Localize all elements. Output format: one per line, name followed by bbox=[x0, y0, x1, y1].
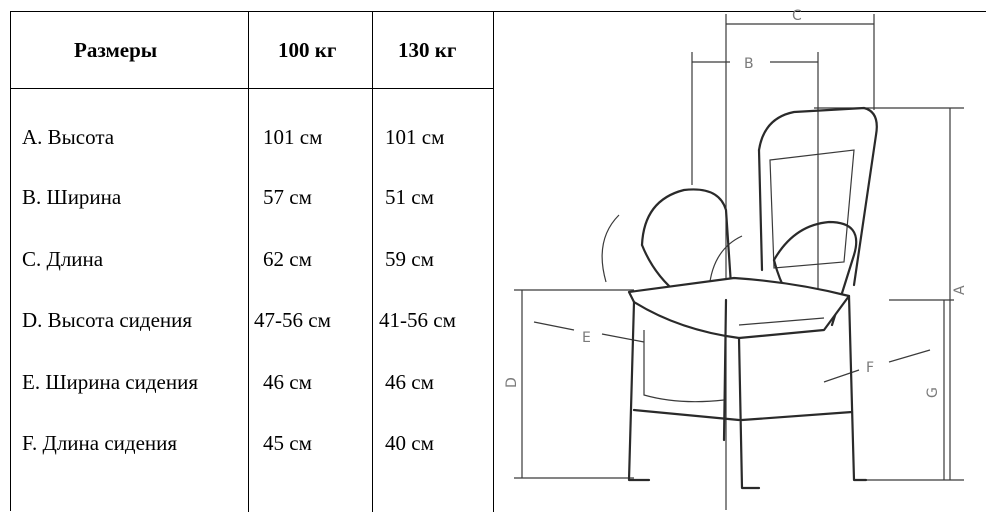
leg-front-right bbox=[737, 336, 761, 490]
header-size: Размеры bbox=[74, 38, 158, 62]
crossbar bbox=[632, 408, 741, 422]
backrest-frame bbox=[757, 148, 764, 272]
seat bbox=[627, 276, 851, 340]
value-130kg: 51 см bbox=[385, 185, 434, 209]
chair-drawing: C B A G D E F bbox=[504, 8, 968, 510]
label-d: D bbox=[504, 377, 520, 388]
label-f: F bbox=[866, 360, 874, 376]
seat-support bbox=[643, 330, 725, 403]
value-100kg: 62 см bbox=[263, 247, 312, 271]
rotation-arrow bbox=[601, 214, 620, 283]
dimension-line-f bbox=[888, 349, 931, 363]
label-a: A bbox=[952, 285, 968, 295]
header-130kg: 130 кг bbox=[398, 38, 457, 62]
leg-back-right bbox=[847, 294, 868, 482]
row-label: D. Высота сидения bbox=[22, 308, 193, 332]
label-c: C bbox=[792, 8, 802, 24]
armrest-right bbox=[772, 220, 858, 327]
row-label: F. Длина сидения bbox=[22, 431, 178, 455]
backrest-frame bbox=[757, 106, 878, 287]
leg-back-left bbox=[722, 298, 728, 442]
value-100kg: 46 см bbox=[263, 370, 312, 394]
column-divider bbox=[493, 11, 494, 512]
value-100kg: 57 см bbox=[263, 185, 312, 209]
header-100kg: 100 кг bbox=[278, 38, 337, 62]
value-100kg: 47-56 см bbox=[254, 308, 331, 332]
column-divider bbox=[372, 11, 373, 512]
row-label: E. Ширина сидения bbox=[22, 370, 198, 394]
header-divider bbox=[10, 88, 493, 89]
dimension-line-e bbox=[533, 321, 575, 331]
value-130kg: 101 см bbox=[385, 125, 445, 149]
label-g: G bbox=[925, 387, 941, 398]
value-130kg: 41-56 см bbox=[379, 308, 456, 332]
crossbar bbox=[740, 410, 854, 422]
value-100kg: 101 см bbox=[263, 125, 323, 149]
value-130kg: 46 см bbox=[385, 370, 434, 394]
row-label: C. Длина bbox=[22, 247, 104, 271]
backrest-panel bbox=[769, 149, 855, 269]
table-frame bbox=[10, 11, 986, 511]
dimension-line-e bbox=[601, 333, 645, 343]
dimension-line-f bbox=[823, 369, 860, 383]
seat-edge bbox=[738, 317, 825, 326]
armrest-left bbox=[640, 188, 734, 302]
value-100kg: 45 см bbox=[263, 431, 312, 455]
row-label: A. Высота bbox=[22, 125, 115, 149]
value-130kg: 59 см bbox=[385, 247, 434, 271]
label-b: B bbox=[744, 56, 754, 72]
row-label: B. Ширина bbox=[22, 185, 122, 209]
leg-front-left bbox=[627, 300, 651, 482]
label-e: E bbox=[582, 330, 591, 346]
chair-dimension-diagram: C B A G D E F bbox=[494, 0, 988, 512]
column-divider bbox=[248, 11, 249, 512]
value-130kg: 40 см bbox=[385, 431, 434, 455]
